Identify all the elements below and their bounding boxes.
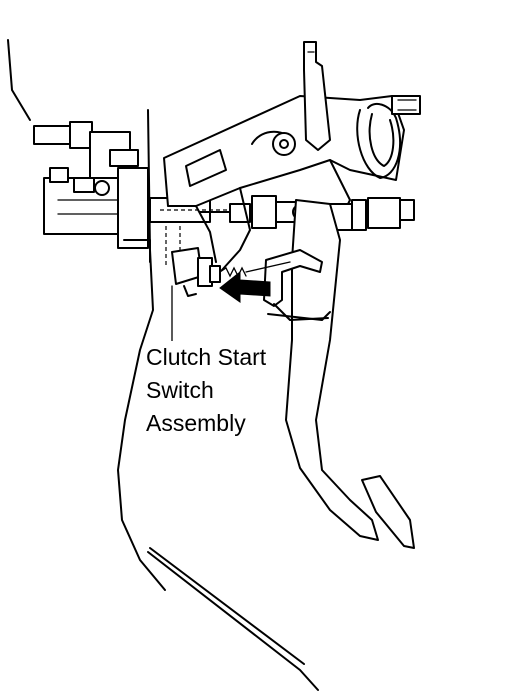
stop-lamp-switch (319, 197, 415, 247)
master-cylinder (33, 121, 151, 263)
pedal-pivot-arm (303, 41, 331, 151)
callout-line-1: Clutch Start (146, 344, 267, 370)
pedal-bracket (163, 95, 405, 271)
callout-line-2: Switch (146, 377, 214, 403)
callout-line-3: Assembly (146, 410, 246, 436)
clutch-start-switch (171, 247, 291, 297)
direction-arrow (219, 270, 271, 303)
firewall-panel (7, 39, 319, 691)
return-spring (356, 95, 421, 179)
clutch-start-switch-callout: Clutch Start Switch Assembly (144, 341, 269, 440)
clutch-pedal-arm (263, 199, 415, 549)
